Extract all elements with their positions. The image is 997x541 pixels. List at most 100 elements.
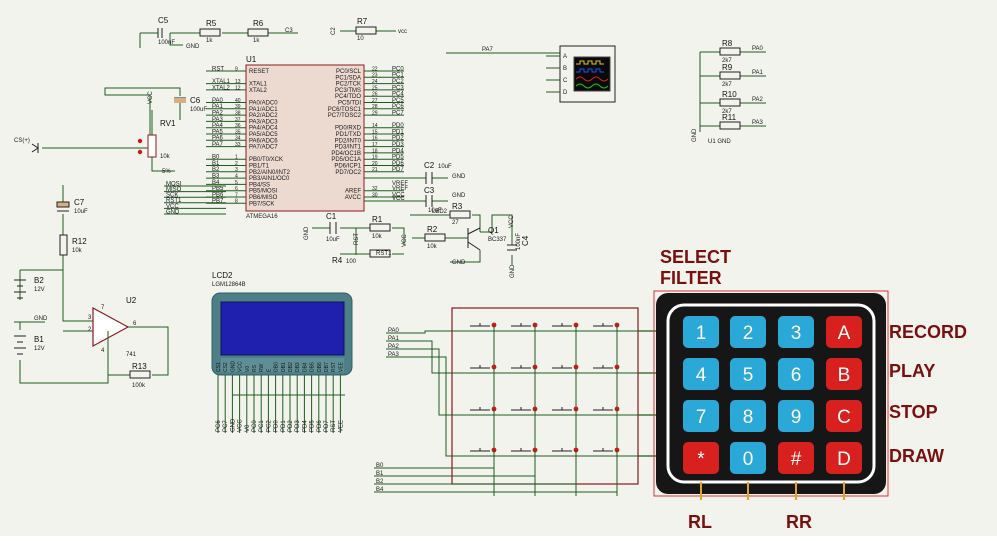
r7-value: 10 <box>357 36 364 42</box>
mcu-left-pin-name: PB4/SS <box>249 182 270 188</box>
record-label: RECORD <box>889 322 967 342</box>
keypad-key-label: 4 <box>696 365 707 386</box>
lcd-pin-net: PC7 <box>223 420 229 432</box>
mcu-left-pin-name: PB2/AIN0/INT2 <box>249 170 291 176</box>
mcu-right-pin-num: 14 <box>372 123 378 129</box>
lcd-pin-name: RW <box>259 363 265 372</box>
r13-value: 100k <box>132 383 146 389</box>
mcu-left-pin-name: PA2/ADC2 <box>249 113 278 119</box>
lcd-pin-name: DB6 <box>317 362 323 372</box>
opamp-pin6: 6 <box>133 321 137 327</box>
mcu-left-pin-num: 36 <box>235 123 241 129</box>
atmega16: U1 ATMEGA16 RESET9RSTXTAL113XTAL1XTAL212… <box>206 55 408 220</box>
keypad-key-label: 7 <box>696 407 707 428</box>
rl-label: RL <box>688 512 712 532</box>
mcu-right-net: PD6 <box>392 161 404 167</box>
gnd-vert-label: GND <box>692 128 698 142</box>
mcu-right-net: PD7 <box>392 167 404 173</box>
lcd-pin-net: PD2 <box>288 420 294 432</box>
select-filter-label-1: SELECT <box>660 247 731 267</box>
vcc-label: vcc <box>398 29 407 35</box>
isp-net-label: RST1 <box>166 198 182 204</box>
opamp-pin4: 4 <box>101 348 105 354</box>
lcd-pin-net: GND <box>230 418 236 432</box>
mcu-left-net: PA0 <box>212 98 224 104</box>
r4-value: 100 <box>346 259 357 265</box>
row-net-wire <box>386 356 452 457</box>
mcu-right-pin-num: 19 <box>372 155 378 161</box>
lcd-pin-net: PC2 <box>266 420 272 432</box>
c6-value: 100uF <box>190 107 207 113</box>
mcu-left-net: PB5 <box>212 186 224 192</box>
vref-label: VREF <box>392 181 408 187</box>
lcd-pin-name: DB4 <box>302 362 308 372</box>
mcu-right-net: PD4 <box>392 148 404 154</box>
u1-gnd-label: U1 GND <box>708 139 731 145</box>
mcu-left-pin-num: 6 <box>235 186 238 192</box>
r9-label: R9 <box>722 63 733 72</box>
lcd-pin-net: PD3 <box>295 420 301 432</box>
c4-value: 100nF <box>516 233 522 250</box>
pa7-net: PA7 <box>482 47 494 53</box>
mcu-left-pin-name: PA0/ADC0 <box>249 101 278 107</box>
lcd-pin-net: VEE <box>338 420 344 432</box>
r5-label: R5 <box>206 19 217 28</box>
mcu-left-pin-name: PB7/SCK <box>249 201 274 207</box>
lcd-pin-name: GND <box>230 361 236 373</box>
mcu-left-pin-num: 40 <box>235 98 241 104</box>
stop-label: STOP <box>889 402 938 422</box>
lcd-pin-net: VCC <box>238 419 244 432</box>
col-net-wire <box>374 475 536 490</box>
mcu-left-net: PA5 <box>212 129 224 135</box>
r1-value: 10k <box>372 234 383 240</box>
keypad-key-label: B <box>838 365 851 386</box>
lcd-pin-net: PD6 <box>317 420 323 432</box>
lcd-ref: LCD2 <box>212 271 233 280</box>
lcd-pin-name: DB1 <box>281 362 287 372</box>
mcu-right-net: PC1 <box>392 73 404 79</box>
keypad-key-7 <box>683 400 719 432</box>
mcu-left-net: PA3 <box>212 117 224 123</box>
mcu-left-pin-num: 1 <box>235 155 238 161</box>
mcu-left-pin-num: 2 <box>235 161 238 167</box>
mcu-right-pin-name: PD6/ICP1 <box>334 164 361 170</box>
q1-value: BC337 <box>488 237 507 243</box>
r3-label: R3 <box>452 202 463 211</box>
top-rc-network: C5 100nF GND R5 1k R6 1k C3 <box>139 16 298 50</box>
lcd-pin-name: RS <box>252 364 258 372</box>
c3-mid-value: 10uF <box>428 208 442 214</box>
mcu-right-pin-num: 20 <box>372 161 378 167</box>
row-net-wire <box>386 348 452 416</box>
lcd-pin-name: CS1 <box>216 362 222 372</box>
mcu-right-pin-name: PD3/INT1 <box>335 145 362 151</box>
opamp-pin7: 7 <box>101 305 105 311</box>
mcu-left-pin-name: PB1/T1 <box>249 164 270 170</box>
mcu-left-pin-num: 38 <box>235 111 241 117</box>
pa2-net: PA2 <box>752 97 764 103</box>
middle-components: C2 10uF C3 10uF VREF VCC GND GND C1 10uF… <box>304 161 530 278</box>
mcu-left-pin-num: 9 <box>235 66 238 72</box>
mcu-left-pin-num: 5 <box>235 180 238 186</box>
mcu-left-pin-name: PA7/ADC7 <box>249 145 278 151</box>
mcu-left-net: B0 <box>212 155 220 161</box>
mcu-right-pin-name: PD0/RXD <box>335 126 362 132</box>
lcd-pin-name: DB7 <box>324 362 330 372</box>
lcd-pin-name: DB5 <box>310 362 316 372</box>
mcu-right-net: PC5 <box>392 98 404 104</box>
mcu-left-pin-num: 13 <box>235 79 241 85</box>
mcu-left-pin-name: PB5/MOSI <box>249 189 278 195</box>
keypad-key-label: 2 <box>743 323 754 344</box>
r6-value: 1k <box>253 38 260 44</box>
r8-value: 2k7 <box>722 58 732 64</box>
switch-array <box>452 322 638 496</box>
mcu-right-pin-name: PC2/TCK <box>336 82 361 88</box>
b2-label: B2 <box>34 276 44 285</box>
keypad-key-9 <box>778 400 814 432</box>
u2-label: U2 <box>126 296 137 305</box>
